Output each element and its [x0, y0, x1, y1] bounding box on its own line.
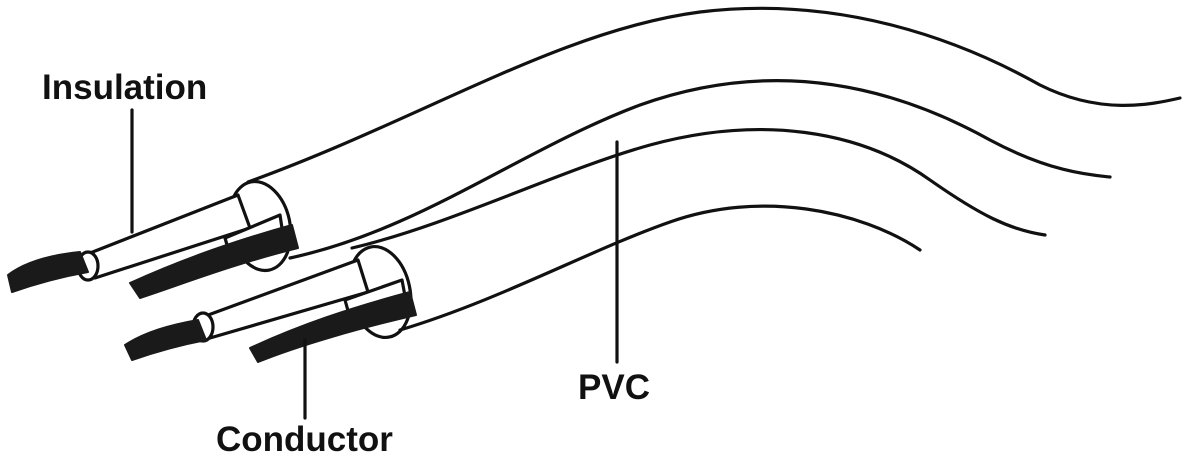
pvc-label: PVC	[578, 368, 650, 407]
insulation-label: Insulation	[42, 68, 208, 107]
lower-sheath-bottom-edge	[398, 204, 922, 332]
upper-conductor-left	[7, 251, 89, 293]
upper-conductor-right	[129, 224, 299, 299]
lower-sheath-top-edge	[350, 128, 1047, 250]
conductor-label: Conductor	[216, 420, 393, 459]
upper-sheath-top-edge	[246, 6, 1182, 184]
upper-sheath-bottom-edge	[288, 79, 1112, 260]
lower-conductor-right	[249, 291, 417, 363]
lower-conductor-left	[124, 319, 207, 361]
